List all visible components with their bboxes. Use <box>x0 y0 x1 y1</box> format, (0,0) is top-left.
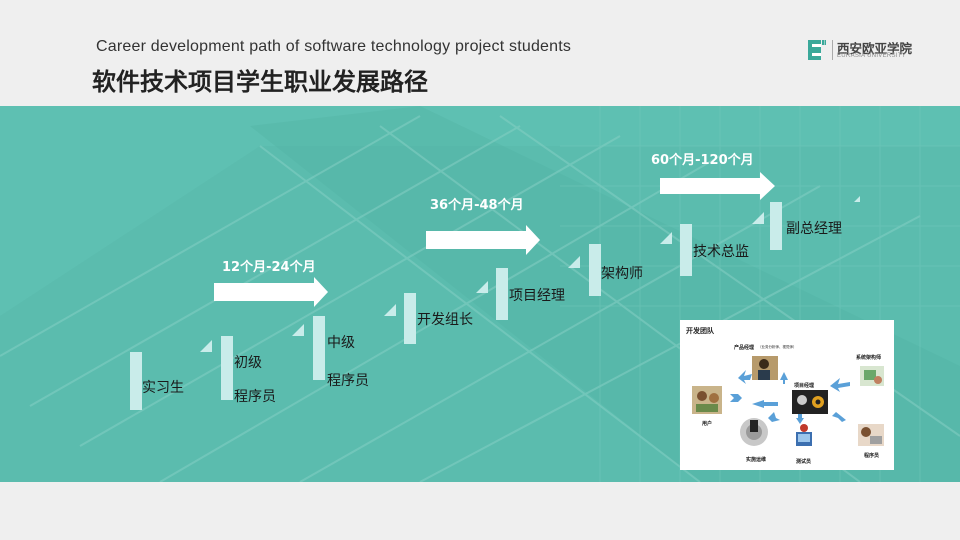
step-label-tech-director: 技术总监 <box>693 244 749 260</box>
step-label-mid-line2: 程序员 <box>327 373 369 389</box>
step-label-intern: 实习生 <box>142 380 184 396</box>
logo-e-icon <box>808 40 826 60</box>
step-label-junior-line1: 初级 <box>234 355 262 371</box>
logo-name-en: EURASIA UNIVERSITY <box>837 53 907 59</box>
step-label-project-manager: 项目经理 <box>509 288 565 304</box>
role-tester: 测试员 <box>796 459 812 465</box>
period-label-2: 36个月-48个月 <box>430 198 524 213</box>
team-diagram-title: 开发团队 <box>686 327 714 335</box>
role-product-manager-note: （业务分析师、视觉师） <box>758 345 797 349</box>
arrow-3 <box>660 172 775 200</box>
role-user: 用户 <box>702 421 713 427</box>
role-architect: 系统架构师 <box>856 355 882 361</box>
arrow-icon <box>768 412 780 422</box>
step-label-mid-line1: 中级 <box>327 335 355 351</box>
step-marker-1 <box>130 340 212 410</box>
step-marker-3 <box>313 304 396 380</box>
page-title: 软件技术项目学生职业发展路径 <box>92 68 428 96</box>
period-label-3: 60个月-120个月 <box>651 153 754 168</box>
step-label-vice-gm: 副总经理 <box>786 221 842 237</box>
product-manager-icon <box>752 356 778 380</box>
project-manager-icon <box>792 390 828 414</box>
english-subtitle: Career development path of software tech… <box>96 38 572 55</box>
step-marker-4 <box>404 281 488 344</box>
role-product-manager: 产品经理 <box>734 345 755 351</box>
step-label-junior-line2: 程序员 <box>234 389 276 405</box>
programmer-icon <box>858 424 884 446</box>
arrow-icon <box>830 378 850 392</box>
step-label-team-lead: 开发组长 <box>417 312 473 328</box>
arrow-1 <box>214 277 328 307</box>
logo-name-zh: 西安欧亚学院 <box>837 41 913 56</box>
arrow-icon <box>780 372 788 384</box>
arrow-icon <box>738 370 752 384</box>
team-diagram-graphic <box>692 356 884 446</box>
arrow-icon <box>752 400 778 408</box>
step-marker-2 <box>221 324 304 400</box>
period-label-1: 12个月-24个月 <box>222 260 316 275</box>
arrow-icon <box>832 412 846 422</box>
arrow-icon <box>730 394 742 402</box>
step-marker-6 <box>589 232 672 296</box>
role-programmer: 程序员 <box>864 453 880 459</box>
role-project-manager: 项目经理 <box>794 383 815 389</box>
tester-icon <box>796 424 812 446</box>
architect-icon <box>860 366 884 386</box>
user-icon <box>692 386 722 414</box>
step-label-architect: 架构师 <box>601 266 643 282</box>
logo-divider <box>832 40 833 60</box>
arrow-icon <box>796 414 804 424</box>
slide-header: Career development path of software tech… <box>0 0 960 106</box>
role-ops: 实施运维 <box>746 457 767 463</box>
step-marker-5 <box>496 256 580 320</box>
dev-team-diagram: 开发团队 产品经理 （业务分析师、视觉师） 项目经理 系统架构师 用户 实施运维… <box>680 320 894 470</box>
step-marker-7 <box>680 212 764 276</box>
arrow-2 <box>426 225 540 255</box>
university-logo: 西安欧亚学院 EURASIA UNIVERSITY <box>808 38 928 62</box>
ops-icon <box>740 418 768 446</box>
step-marker-8 <box>770 196 860 250</box>
